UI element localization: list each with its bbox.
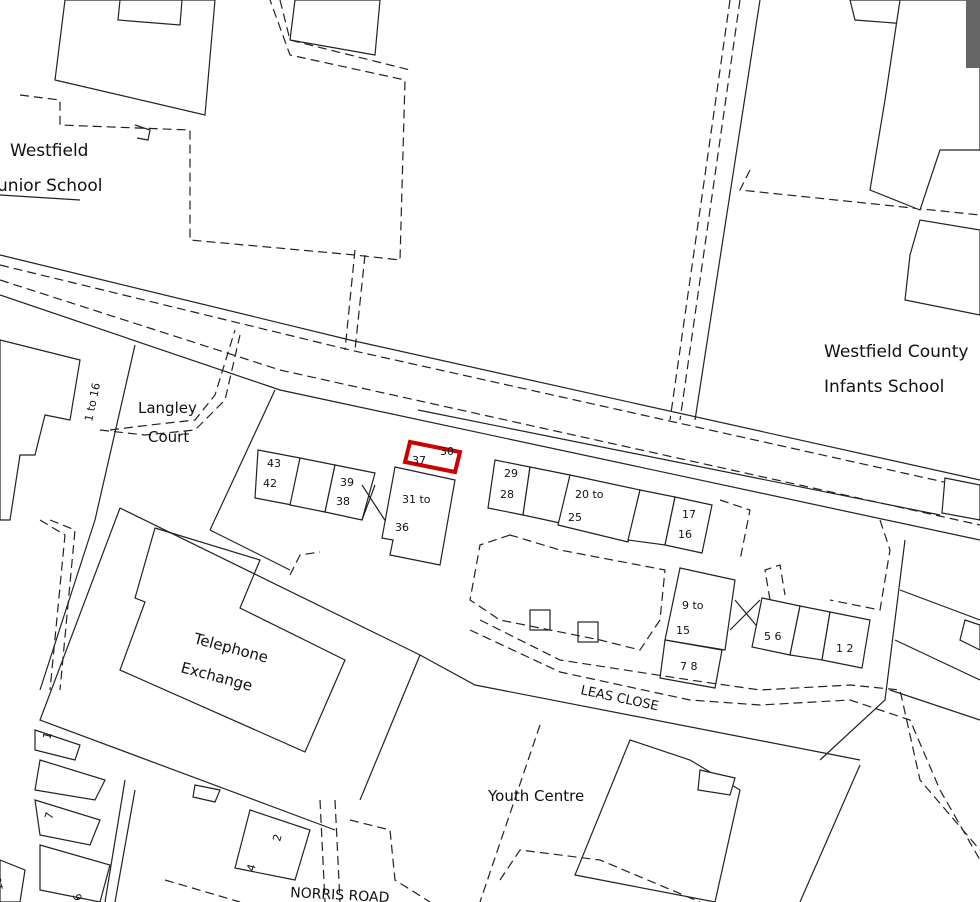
- label-norris-road: NORRIS ROAD: [290, 885, 390, 902]
- map-labels: Westfield Junior School Westfield County…: [0, 141, 968, 902]
- highlighted-plot[interactable]: [402, 439, 463, 475]
- house-number: 38: [336, 495, 350, 508]
- house-number: 9 to: [682, 599, 704, 612]
- house-number: 42: [263, 477, 277, 490]
- buildings-west: [0, 329, 276, 691]
- house-number: 43: [267, 457, 281, 470]
- label-langley: Langley: [138, 399, 197, 417]
- house-number: 17: [682, 508, 696, 521]
- house-number: 7: [42, 811, 56, 821]
- house-number: 20 to: [575, 488, 604, 501]
- house-number: 31 to: [402, 493, 431, 506]
- house-number: 16: [678, 528, 692, 541]
- label-westfield-infants-2: Infants School: [824, 377, 944, 397]
- house-number: 5 6: [764, 630, 782, 643]
- house-number: 2: [270, 833, 284, 843]
- buildings-terrace: [254, 439, 891, 689]
- label-court: Court: [148, 428, 189, 446]
- label-1-to-16: 1 to 16: [82, 382, 103, 423]
- house-number: 37: [412, 454, 426, 467]
- house-number: 6: [71, 893, 85, 902]
- house-number: 4: [244, 863, 258, 873]
- house-number: 15: [676, 624, 690, 637]
- house-number: 36: [395, 521, 409, 534]
- label-youth-centre: Youth Centre: [487, 787, 584, 805]
- road-lines: [0, 0, 980, 541]
- house-number: 7 8: [680, 660, 698, 673]
- label-westfield-junior-1: Westfield: [10, 141, 88, 161]
- label-westfield-junior-2: Junior School: [0, 176, 103, 196]
- buildings-north: [54, 0, 980, 316]
- house-number: 25: [568, 511, 582, 524]
- label-leas-close: LEAS CLOSE: [579, 683, 660, 714]
- house-number: 1 2: [836, 642, 854, 655]
- buildings-east: [469, 477, 980, 861]
- house-number: 10: [0, 876, 6, 892]
- house-number: 28: [500, 488, 514, 501]
- house-number: 1: [40, 731, 54, 741]
- house-number: 29: [504, 467, 518, 480]
- scroll-handle[interactable]: [966, 0, 980, 68]
- telephone-exchange: [39, 507, 861, 831]
- youth-centre-area: [0, 724, 861, 902]
- label-westfield-infants-1: Westfield County: [824, 342, 968, 362]
- house-number: 30: [440, 445, 454, 458]
- house-number: 39: [340, 476, 354, 489]
